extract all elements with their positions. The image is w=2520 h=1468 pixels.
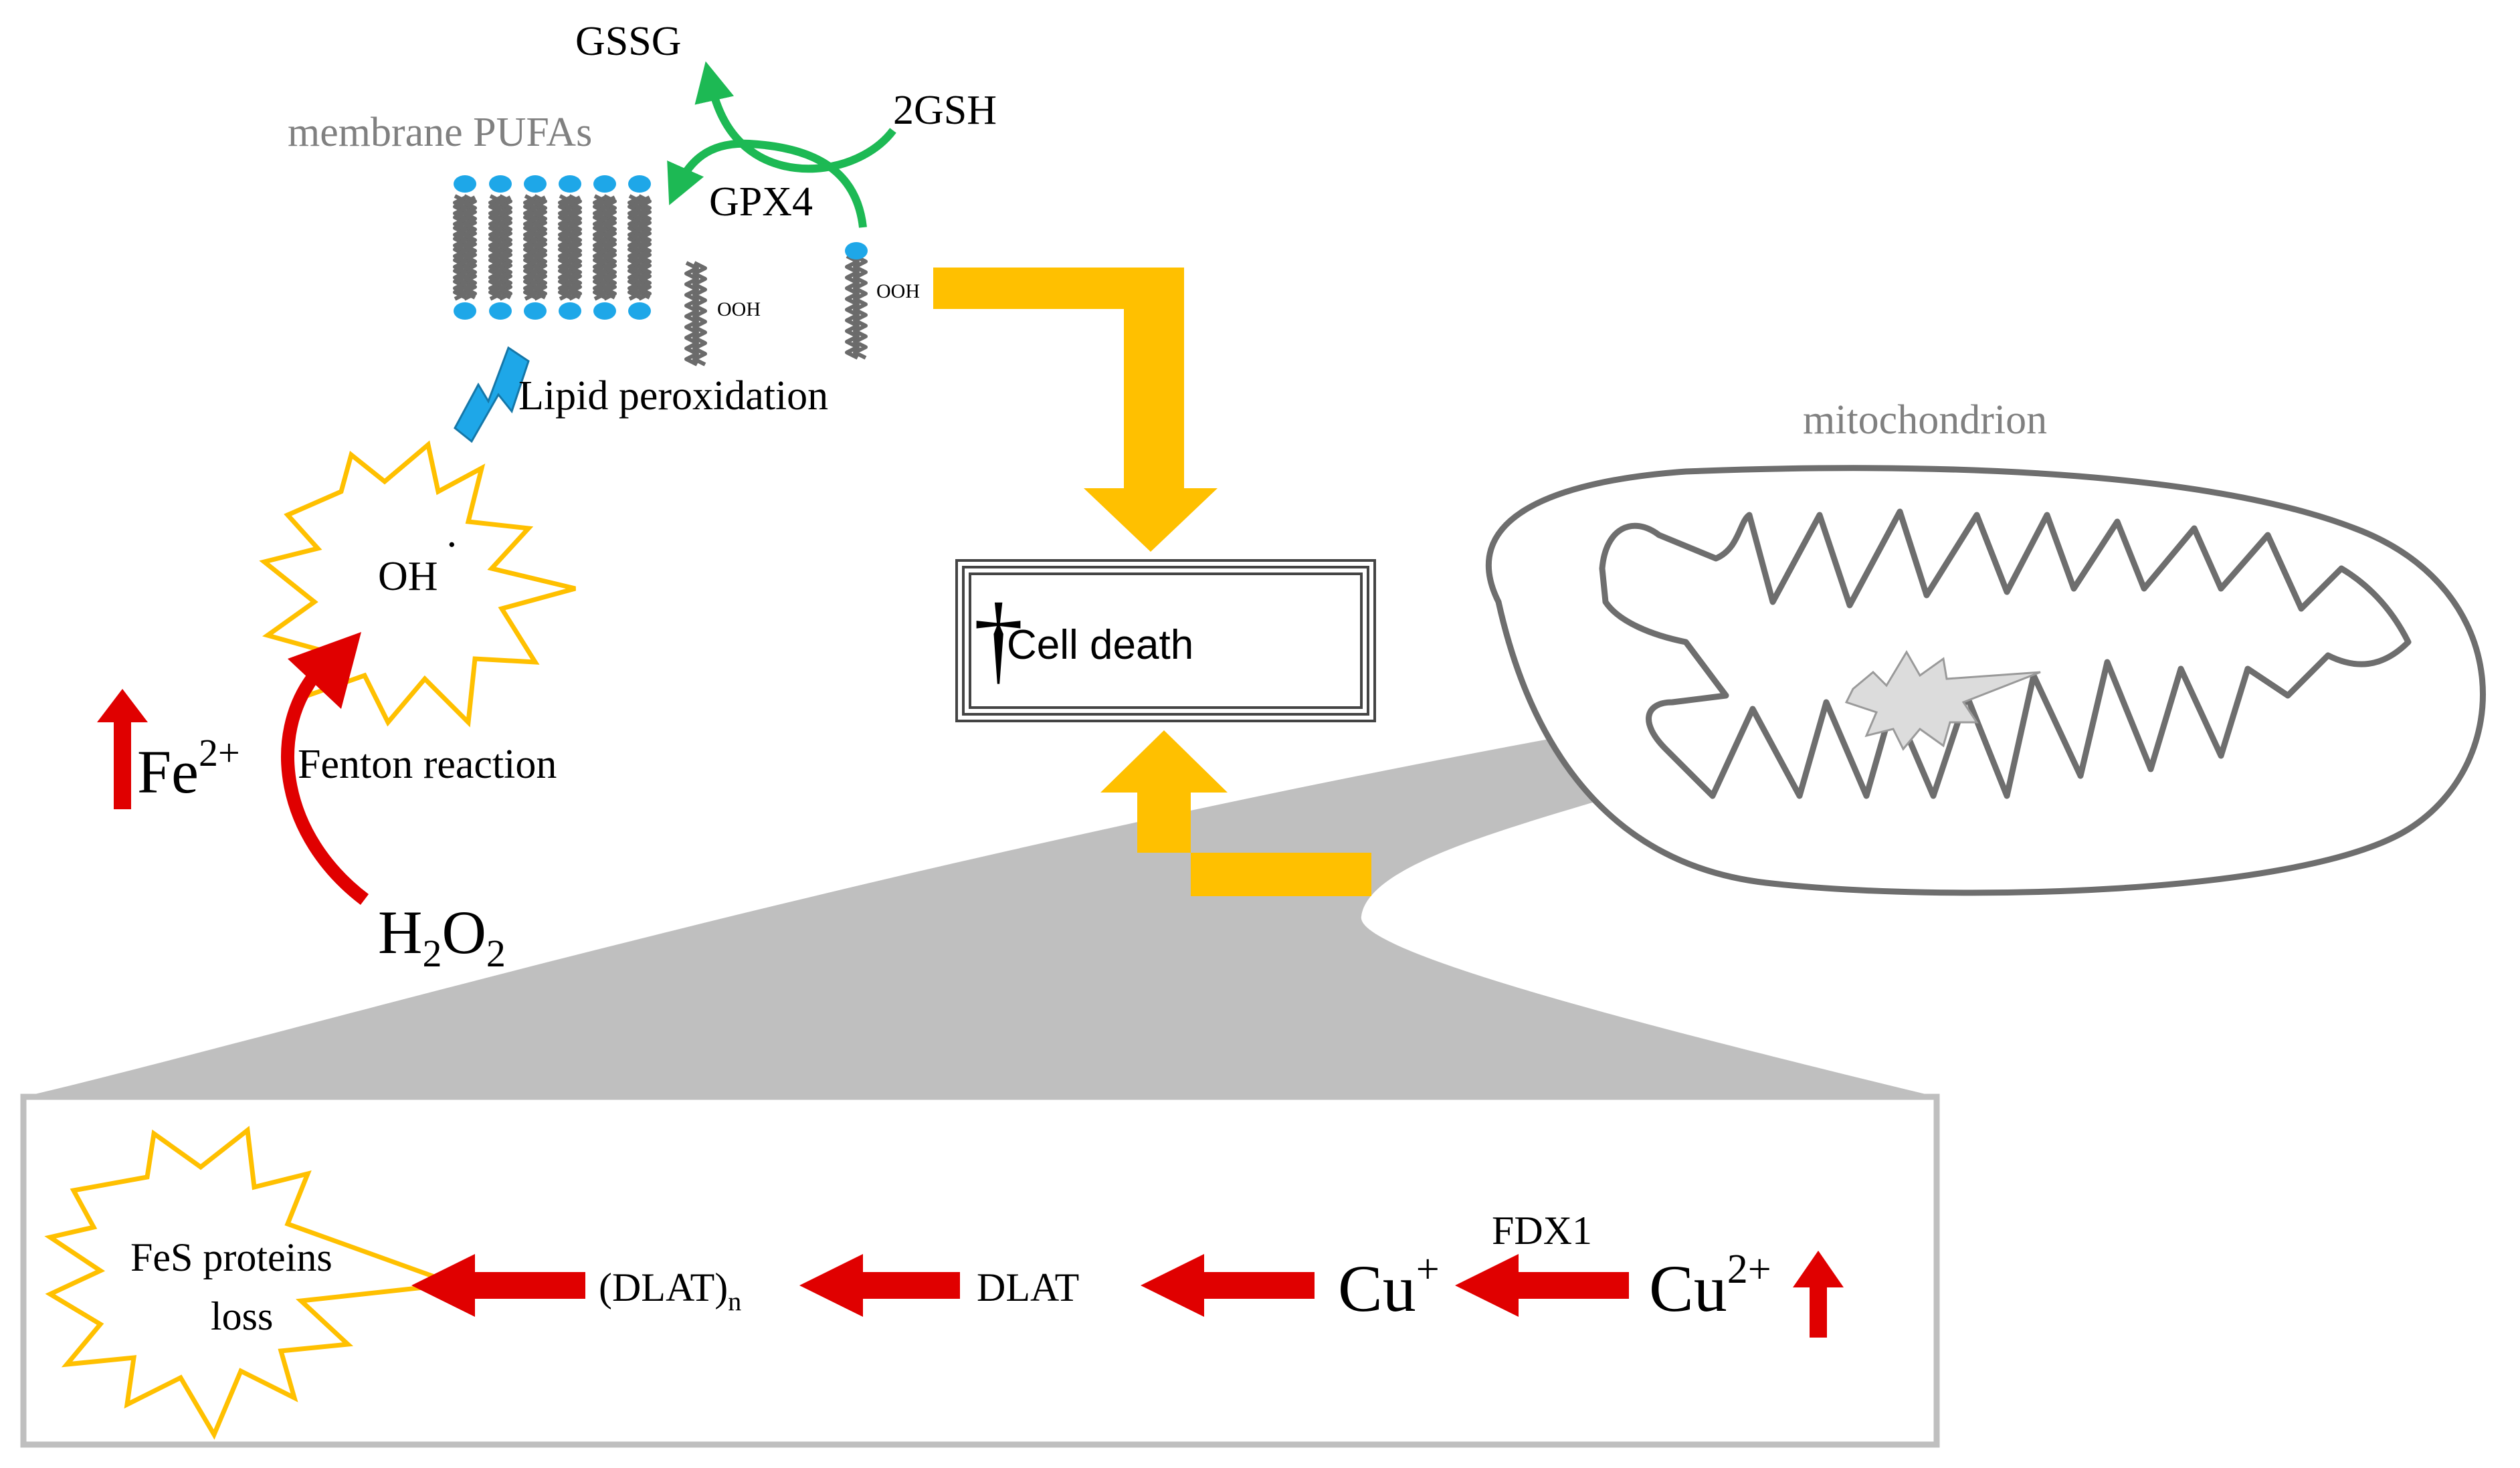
mitochondrion-label: mitochondrion <box>1803 397 2047 443</box>
h2o2-label: H2O2 <box>378 898 506 975</box>
cell-death-box <box>955 559 1376 722</box>
fe-label: Fe2+ <box>137 731 240 806</box>
fdx1-label: FDX1 <box>1492 1209 1592 1253</box>
ooh-label-2: OOH <box>876 280 920 302</box>
fes-proteins-label-line2: loss <box>211 1294 273 1338</box>
oh-label: OH <box>378 554 438 599</box>
fe-up-arrow-icon <box>97 689 148 809</box>
dlat-label: DLAT <box>977 1265 1079 1309</box>
cu-plus-symbol: Cu <box>1338 1251 1416 1326</box>
cu-plus-label: Cu+ <box>1338 1247 1440 1326</box>
fenton-arrow <box>281 671 369 905</box>
oh-radical-dot: · <box>445 522 459 568</box>
membrane-bilayer <box>454 175 651 320</box>
yellow-arrow-ferroptosis <box>933 268 1218 552</box>
cell-death-label: Cell death <box>1007 622 1193 668</box>
peroxidized-lipid-1 <box>686 263 705 364</box>
mitochondrion <box>1485 465 2486 896</box>
h2o2-sub1: 2 <box>422 932 442 975</box>
arrow-cu-to-dlat <box>1141 1254 1315 1317</box>
peroxidized-lipid-2 <box>845 242 868 358</box>
arrow-cu2-to-cu <box>1455 1254 1629 1317</box>
fe-charge: 2+ <box>199 731 240 774</box>
lightning-icon <box>454 346 530 443</box>
mito-burst-icon <box>1844 650 2041 751</box>
arrow-dlatn-to-fes <box>411 1254 585 1317</box>
yellow-arrow-cuproptosis <box>1100 730 1371 896</box>
gsh-to-gssg-arrow <box>694 61 896 173</box>
gpx4-label: GPX4 <box>709 179 813 225</box>
cu2-charge: 2+ <box>1727 1247 1771 1292</box>
h2o2-h: H <box>378 898 422 966</box>
dlatn-subscript: n <box>728 1286 741 1316</box>
cu2-up-arrow-icon <box>1793 1251 1844 1338</box>
fes-proteins-label-line1: FeS proteins <box>130 1235 332 1279</box>
fenton-reaction-label: Fenton reaction <box>298 742 557 787</box>
h2o2-sub2: 2 <box>486 932 506 975</box>
zoom-wedge <box>23 689 1937 1097</box>
fes-burst-icon <box>44 1126 456 1440</box>
gssg-label: GSSG <box>575 19 682 64</box>
ooh-label-1: OOH <box>717 298 761 320</box>
h2o2-o: O <box>442 898 486 966</box>
dlatn-label: (DLAT)n <box>599 1265 741 1316</box>
cu-plus-charge: + <box>1416 1247 1440 1292</box>
fenton-arrowhead <box>288 632 361 709</box>
membrane-pufas-label: membrane PUFAs <box>288 110 592 155</box>
gsh-label: 2GSH <box>893 88 997 133</box>
fe-symbol: Fe <box>137 738 199 806</box>
arrow-dlat-to-dlatn <box>799 1254 960 1317</box>
dlatn-text: (DLAT) <box>599 1265 728 1309</box>
cu2-symbol: Cu <box>1649 1251 1727 1326</box>
cu2-label: Cu2+ <box>1649 1247 1771 1326</box>
gpx4-arrow <box>667 139 867 228</box>
lipid-peroxidation-label: Lipid peroxidation <box>518 373 828 419</box>
cross-icon: † <box>973 583 1024 694</box>
